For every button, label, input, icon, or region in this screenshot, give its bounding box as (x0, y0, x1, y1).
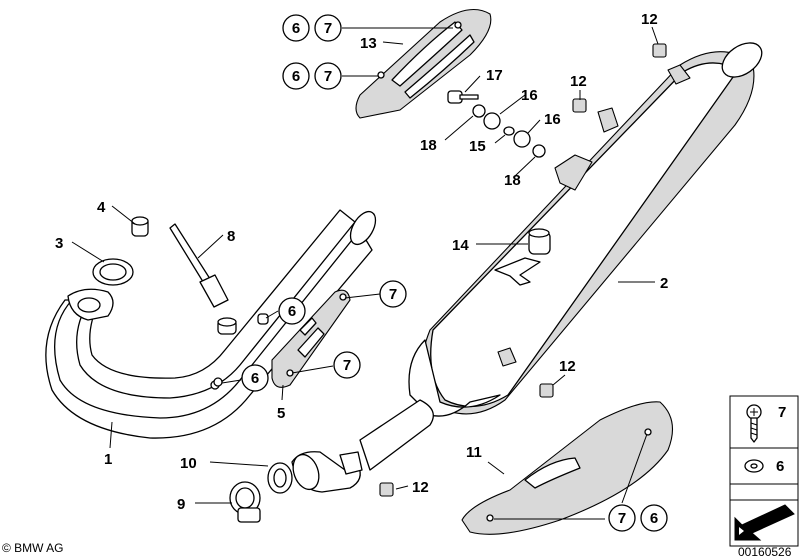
label-12-top: 12 (641, 11, 658, 28)
callout-7-bracket-upper: 7 (379, 280, 407, 308)
label-12-upper: 12 (570, 73, 587, 90)
svg-text:© BMW AG: © BMW AG (2, 541, 64, 555)
sleeve-15 (503, 126, 515, 136)
callout-6-top-upper: 6 (282, 14, 310, 42)
label-16-lower: 16 (544, 111, 561, 128)
nut-12-top (652, 43, 667, 58)
legend-label-7: 7 (778, 404, 786, 421)
nut-6-lower (213, 377, 223, 387)
direction-arrow-icon (734, 504, 795, 541)
svg-text:7: 7 (324, 20, 332, 37)
label-14: 14 (452, 237, 469, 254)
clip-part-14 (494, 228, 551, 286)
bolt-part-17 (447, 90, 479, 104)
image-number: 00160526 (738, 545, 792, 559)
callout-7-top-lower: 7 (314, 62, 342, 90)
lambda-sensor (169, 223, 237, 335)
label-12-bottom: 12 (412, 479, 429, 496)
nut-12-bottom (379, 482, 394, 497)
callout-7-heatshield: 7 (608, 504, 636, 532)
heat-shield-lower (461, 401, 674, 535)
callout-6-top-lower: 6 (282, 62, 310, 90)
callout-6-heatshield: 6 (640, 504, 668, 532)
seal-ring-part-3 (92, 258, 134, 286)
callout-6-bracket-lower: 6 (241, 364, 269, 392)
washer-icon (744, 459, 764, 473)
label-9: 9 (177, 496, 185, 513)
bushing-16-upper (483, 112, 501, 130)
label-18-lower: 18 (504, 172, 521, 189)
svg-text:7: 7 (389, 286, 397, 303)
label-17: 17 (486, 67, 503, 84)
heat-shield-upper (355, 8, 492, 119)
label-15: 15 (469, 138, 486, 155)
screw-icon (746, 404, 762, 443)
label-13: 13 (360, 35, 377, 52)
svg-text:7: 7 (618, 510, 626, 527)
washer-18-lower (532, 144, 546, 158)
svg-text:6: 6 (251, 370, 259, 387)
callout-6-bracket-upper: 6 (278, 297, 306, 325)
bushing-16-lower (513, 130, 531, 148)
label-5: 5 (277, 405, 285, 422)
nut-6-left (257, 313, 269, 325)
label-3: 3 (55, 235, 63, 252)
legend-panel: 7 6 (729, 395, 799, 547)
label-16-upper: 16 (521, 87, 538, 104)
label-10: 10 (180, 455, 197, 472)
connecting-pipe (291, 451, 363, 493)
leader-lines (71, 26, 659, 520)
nut-12-upper (572, 98, 587, 113)
washer-18-upper (472, 104, 486, 118)
clamp-part-9 (229, 481, 261, 523)
label-11: 11 (466, 444, 482, 461)
nut-part-4 (131, 216, 149, 237)
label-2: 2 (660, 275, 668, 292)
rear-silencer (359, 42, 763, 471)
legend-label-6: 6 (776, 458, 784, 475)
svg-text:6: 6 (288, 303, 296, 320)
svg-text:6: 6 (292, 20, 300, 37)
svg-text:7: 7 (343, 357, 351, 374)
svg-text:6: 6 (292, 68, 300, 85)
bracket-part-5 (271, 289, 351, 388)
svg-text:7: 7 (324, 68, 332, 85)
callout-7-bracket-lower: 7 (333, 351, 361, 379)
nut-12-middle (539, 383, 554, 398)
label-8: 8 (227, 228, 235, 245)
ring-part-10 (267, 462, 293, 494)
label-18-upper: 18 (420, 137, 437, 154)
bmw-copyright: © BMW AG (2, 541, 64, 555)
label-4: 4 (97, 199, 106, 216)
label-1: 1 (104, 451, 112, 468)
label-12-middle: 12 (559, 358, 576, 375)
svg-text:6: 6 (650, 510, 658, 527)
callout-7-top-upper: 7 (314, 14, 342, 42)
